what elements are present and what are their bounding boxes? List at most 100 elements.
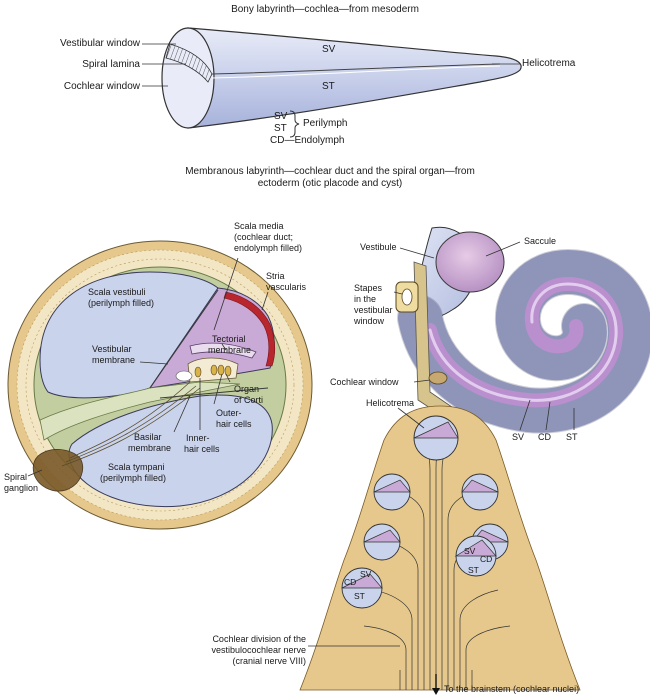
leader-sv-r [519,399,531,431]
label-sv-right: SV [512,432,525,442]
brainstem-arrow-head [432,688,440,695]
cochlear-window-membrane [428,371,448,385]
leader-helicotrema-bottom [397,407,425,429]
spiral-limbus-bony [39,381,241,441]
label-vestibule: Vestibule [360,242,397,252]
cochlea-cone [187,27,522,129]
leader-basilar [173,395,191,433]
cochlea-spiral-outer [398,249,650,433]
label-vestibular-window: Vestibular window [59,38,140,49]
uncoiled-cochlea-diagram [142,27,522,138]
leader-tectorial [221,343,227,351]
label-organ-corti-2: of Corti [234,395,264,405]
label-stapes-2: in the [354,294,377,304]
cochlear-duct-cross-section [7,240,313,530]
label-stapes-3: vestibular [354,305,393,315]
turn-left-3 [341,567,383,609]
label-inner-hair-2: hair cells [184,444,220,454]
turn-right-3 [454,535,497,577]
stapes-hole [401,288,413,306]
vestibular-membrane-line [149,289,219,389]
label-st-modiolus-l: ST [354,591,365,601]
nerve-fibers-to-ganglion [61,381,201,467]
label-saccule: Saccule [524,236,557,246]
label-sv-modiolus-l: SV [360,569,372,579]
turn-apex [413,415,459,461]
label-cochlear-window-right: Cochlear window [330,377,399,387]
label-spiral-lamina: Spiral lamina [82,59,140,70]
leader-cochlear-window-r [413,379,431,383]
label-cochlear-window-top: Cochlear window [63,81,140,92]
leader-outer-hair [213,373,223,405]
label-st-modiolus-r: ST [468,565,479,575]
label-cd-modiolus-r: CD [480,554,493,564]
label-tectorial-2: membrane [208,345,252,355]
leader-vestibule [399,247,435,259]
legend-cd-endolymph: CD—Endolymph [270,135,345,146]
middle-title-line2: ectoderm (otic placode and cyst) [257,178,403,189]
label-vestibular-membrane-2: membrane [92,355,136,365]
label-inner-hair-1: Inner- [186,433,210,443]
label-basilar-1: Basilar [134,432,162,442]
outer-hair-cell-1 [210,364,218,376]
leader-stapes [393,291,403,295]
label-helicotrema-bottom: Helicotrema [366,398,415,408]
outer-hair-cell-3 [224,365,232,377]
label-outer-hair-2: hair cells [216,419,252,429]
label-scala-vestibuli-2: (perilymph filled) [88,298,155,308]
spiral-lamina-hatched [165,43,213,83]
tectorial-membrane [189,342,257,359]
saccule [435,231,505,293]
legend-perilymph: Perilymph [303,118,348,129]
label-stria-2: vascularis [266,282,307,292]
label-organ-corti-1: Organ [234,384,260,394]
label-tectorial-1: Tectorial [212,334,246,344]
legend-st: ST [274,123,287,134]
top-title: Bony labyrinth—cochlea—from mesoderm [231,4,419,15]
modiolus-section [299,405,581,695]
basilar-membrane-line [159,387,269,399]
leader-scala-media [213,257,239,331]
leader-vestibular-membrane [139,361,169,365]
label-nerve-3: (cranial nerve VIII) [232,656,306,666]
label-stapes-1: Stapes [354,283,383,293]
label-cd-modiolus-l: CD [344,577,357,587]
legend-sv: SV [274,111,288,122]
label-vestibular-membrane-1: Vestibular [92,344,132,354]
outer-hair-cell-2 [217,364,225,376]
label-scala-tympani-1: Scala tympani [108,462,165,472]
label-sv-modiolus-r: SV [464,546,476,556]
leader-spiral-ganglion [27,469,43,477]
duct-highlight [428,282,618,402]
label-sv-top: SV [322,44,336,55]
leader-saccule [485,241,521,257]
inner-ear-coiled-cochlea [393,226,650,434]
label-outer-hair-1: Outer- [216,408,242,418]
stria-vascularis [223,291,276,367]
label-st-right: ST [566,432,578,442]
modiolus-bone [299,405,581,691]
label-cd-right: CD [538,432,551,442]
leader-stria [261,291,269,311]
spiral-lamina-line [211,63,501,75]
inner-hair-cell [194,366,202,378]
label-scala-media-3: endolymph filled) [234,243,303,253]
leader-organ-corti [225,373,231,383]
label-basilar-2: membrane [128,443,172,453]
label-spiral-ganglion-2: ganglion [4,483,39,493]
label-scala-media-1: Scala media [234,221,284,231]
scala-media [148,287,275,389]
turn-left-2 [363,523,401,561]
cochlea-spiral-outline [397,248,650,434]
leader-cd-r [545,401,551,431]
label-nerve-2: vestibulocochlear nerve [211,645,306,655]
label-scala-media-2: (cochlear duct; [234,232,294,242]
label-nerve-1: Cochlear division of the [212,634,306,644]
label-stapes-4: window [354,316,385,326]
label-st-top: ST [322,81,335,92]
turn-left-1 [373,473,411,511]
turn-right-1 [461,473,499,511]
middle-title-line1: Membranous labyrinth—cochlear duct and t… [185,166,475,177]
